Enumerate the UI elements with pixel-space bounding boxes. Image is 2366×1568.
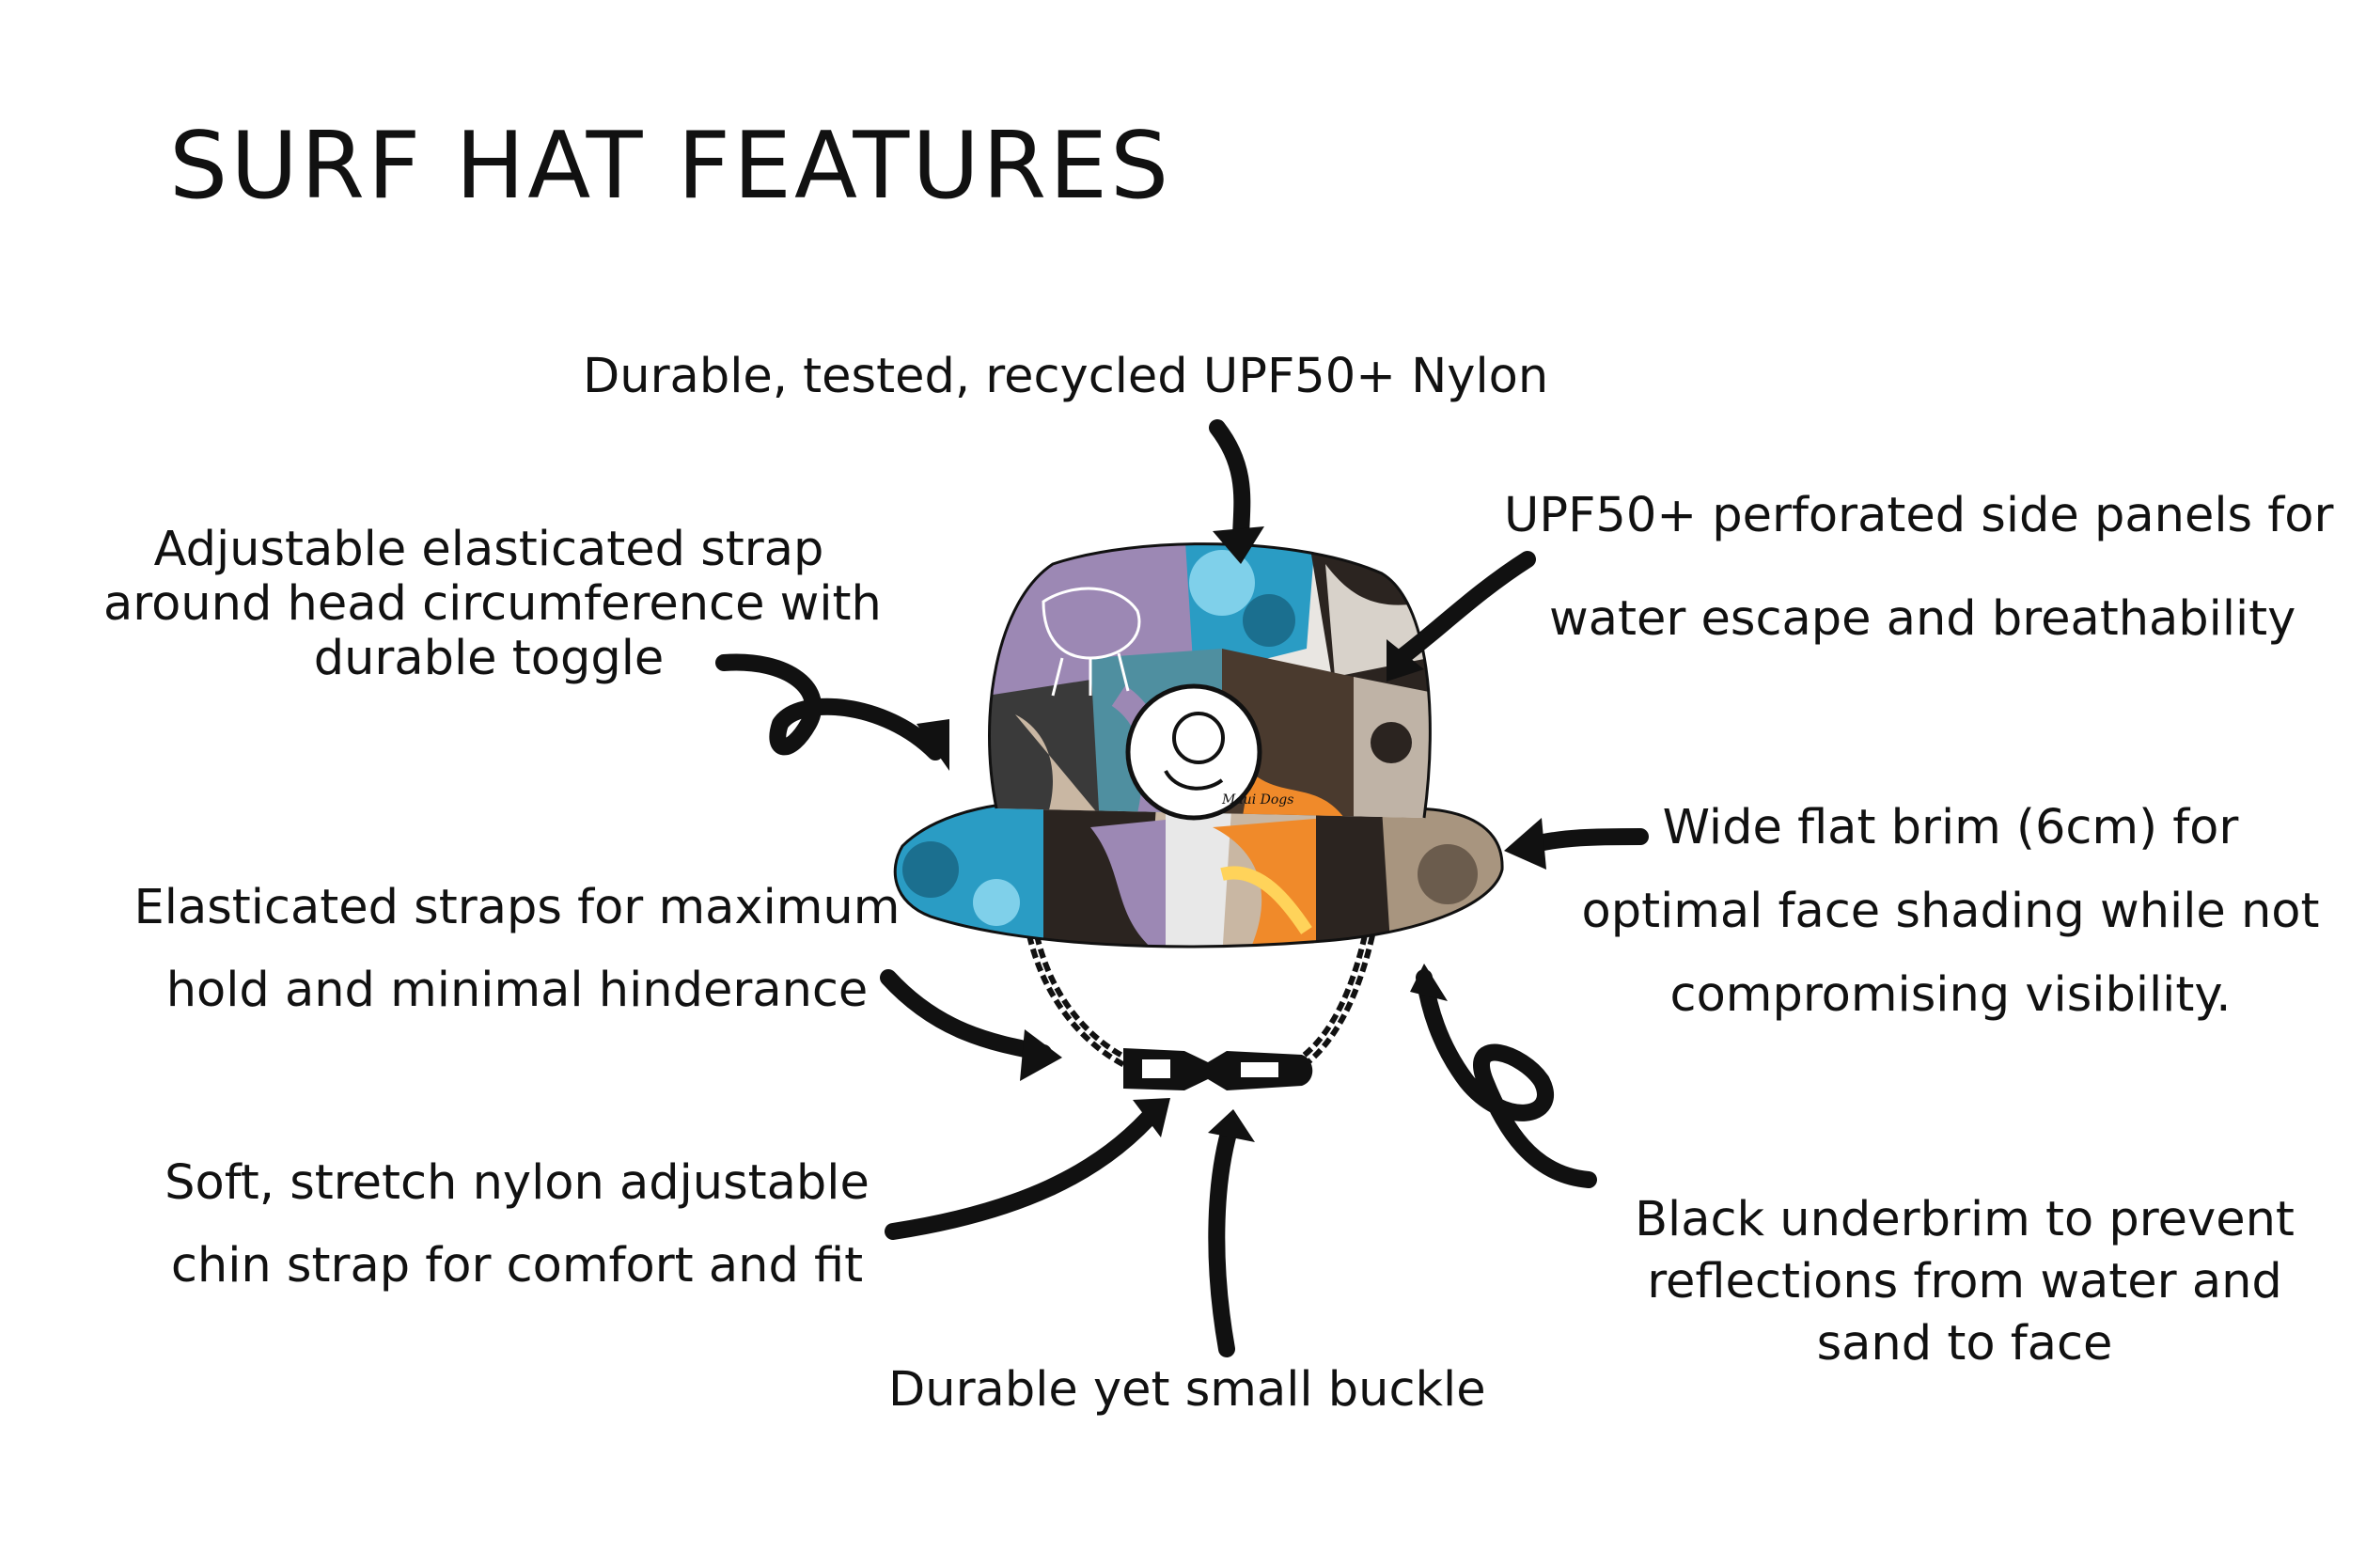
brand-badge (1125, 683, 1262, 821)
feature-side-panels: UPF50+ perforated side panels for water … (1504, 464, 2333, 671)
feature-straps-hold: Elasticated straps for maximum hold and … (132, 867, 902, 1032)
arrow-chin-strap (885, 1101, 1165, 1240)
feature-elastic-strap-line-1: Adjustable elasticated strap (153, 522, 824, 577)
feature-side-panels-line-1: UPF50+ perforated side panels for (1504, 488, 2334, 543)
feature-underbrim-line-3: sand to face (1816, 1316, 2113, 1372)
feature-underbrim: Black underbrim to prevent reflections f… (1579, 1189, 2350, 1375)
feature-nylon-text: Durable, tested, recycled UPF50+ Nylon (583, 349, 1549, 404)
feature-chin-strap-line-1: Soft, stretch nylon adjustable (165, 1155, 870, 1211)
feature-elastic-strap-line-2: around head circumference with (103, 576, 882, 632)
arrow-side-panels (1392, 551, 1536, 666)
feature-side-panels-line-2: water escape and breathability (1549, 591, 2296, 647)
hat-illustration (1042, 587, 1141, 697)
feature-brim: Wide flat brim (6cm) for optimal face sh… (1565, 786, 2336, 1037)
arrow-nylon (1209, 419, 1251, 549)
feature-elastic-strap-line-3: durable toggle (313, 631, 665, 686)
feature-brim-line-2: optimal face shading while not (1581, 884, 2320, 939)
page-title: SURF HAT FEATURES (169, 113, 1172, 220)
chin-strap (1026, 934, 1375, 1070)
arrow-straps-hold (880, 969, 1052, 1061)
feature-underbrim-line-1: Black underbrim to prevent (1635, 1192, 2295, 1247)
feature-straps-hold-line-2: hold and minimal hinderance (165, 963, 869, 1018)
arrow-underbrim (1416, 969, 1597, 1188)
feature-buckle-text: Durable yet small buckle (888, 1362, 1486, 1418)
feature-underbrim-line-2: reflections from water and (1647, 1254, 2282, 1309)
feature-chin-strap-line-2: chin strap for comfort and fit (170, 1238, 864, 1294)
feature-elastic-strap: Adjustable elasticated strap around head… (103, 522, 882, 686)
feature-buckle: Durable yet small buckle (888, 1363, 1486, 1417)
feature-straps-hold-line-1: Elasticated straps for maximum (133, 880, 901, 935)
feature-brim-line-3: compromising visibility. (1669, 967, 2232, 1023)
feature-brim-line-1: Wide flat brim (6cm) for (1662, 800, 2239, 855)
arrow-buckle (1208, 1115, 1240, 1357)
badge-text: Maui Dogs (1221, 792, 1293, 808)
arrow-elastic-strap (715, 653, 944, 760)
feature-nylon: Durable, tested, recycled UPF50+ Nylon (583, 350, 1548, 403)
feature-chin-strap: Soft, stretch nylon adjustable chin stra… (132, 1142, 902, 1308)
buckle-icon (1123, 1048, 1313, 1090)
